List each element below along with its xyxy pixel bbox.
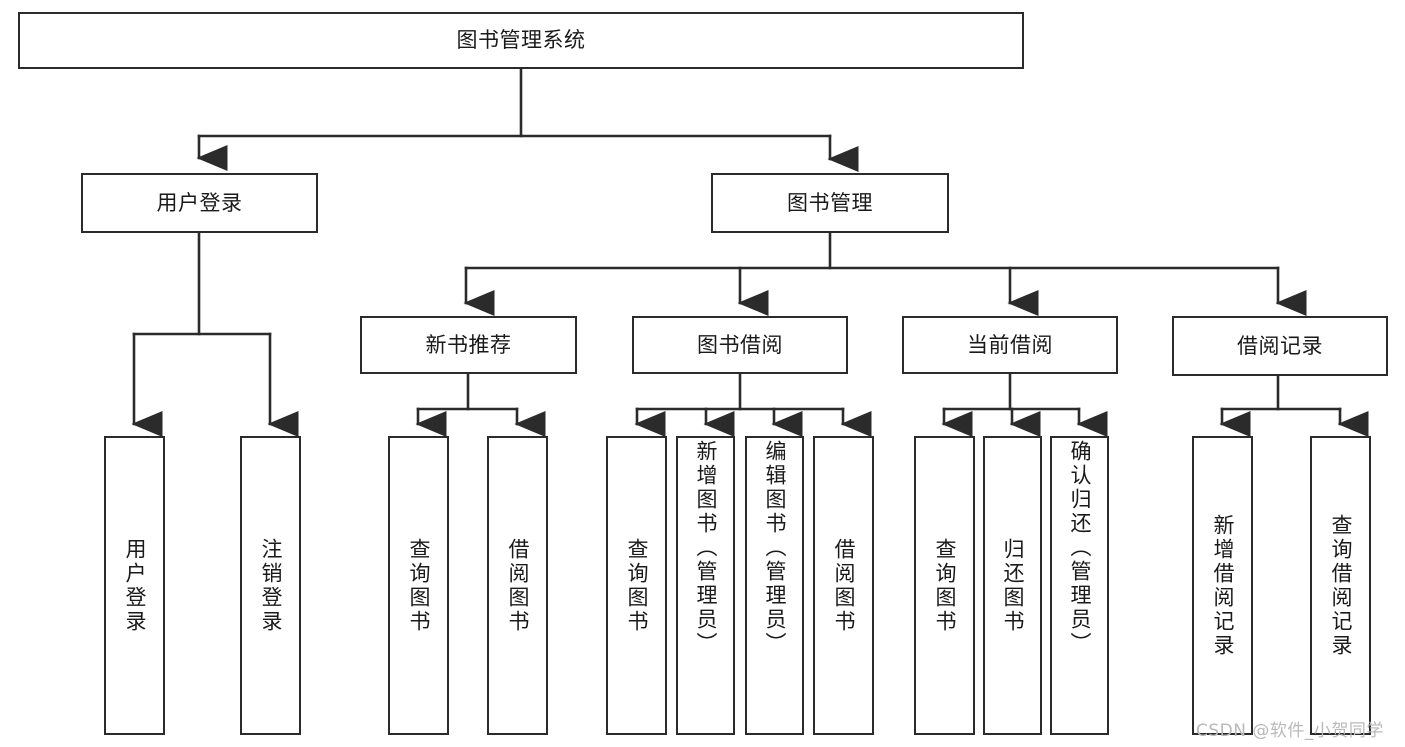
node-label: 图书管理: [787, 190, 873, 215]
leaf-book-borrow-query[interactable]: 查询图书: [606, 436, 667, 735]
node-label: 归还图书: [1001, 537, 1025, 634]
leaf-current-borrow-confirm-return[interactable]: 确认归还（管理员）: [1050, 436, 1109, 735]
node-current-borrow[interactable]: 当前借阅: [902, 316, 1118, 374]
node-label: 新书推荐: [425, 332, 512, 357]
node-label: 借阅图书: [832, 537, 856, 634]
node-label: 新增图书（管理员）: [694, 440, 718, 656]
leaf-current-borrow-query[interactable]: 查询图书: [914, 436, 975, 735]
node-new-book-recommend[interactable]: 新书推荐: [360, 316, 577, 374]
watermark-text: CSDN @软件_小贺同学: [1196, 721, 1384, 741]
leaf-new-book-borrow[interactable]: 借阅图书: [487, 436, 548, 735]
leaf-borrow-record-add[interactable]: 新增借阅记录: [1192, 436, 1253, 735]
node-book-borrow[interactable]: 图书借阅: [632, 316, 848, 374]
leaf-book-borrow-edit[interactable]: 编辑图书（管理员）: [745, 436, 804, 735]
node-borrow-record[interactable]: 借阅记录: [1172, 316, 1388, 376]
node-label: 查询借阅记录: [1329, 513, 1353, 658]
leaf-user-login-login[interactable]: 用户登录: [104, 436, 165, 735]
leaf-book-borrow-add[interactable]: 新增图书（管理员）: [676, 436, 735, 735]
node-label: 借阅图书: [506, 537, 530, 634]
leaf-user-login-logout[interactable]: 注销登录: [240, 436, 301, 735]
node-root-system[interactable]: 图书管理系统: [18, 12, 1024, 69]
leaf-new-book-query[interactable]: 查询图书: [388, 436, 449, 735]
node-label: 确认归还（管理员）: [1068, 440, 1092, 656]
leaf-borrow-record-query[interactable]: 查询借阅记录: [1310, 436, 1371, 735]
leaf-current-borrow-return[interactable]: 归还图书: [983, 436, 1042, 735]
node-user-login[interactable]: 用户登录: [81, 173, 318, 233]
node-label: 借阅记录: [1237, 333, 1323, 358]
node-label: 当前借阅: [967, 332, 1053, 357]
node-label: 用户登录: [156, 190, 243, 215]
node-book-management[interactable]: 图书管理: [711, 173, 949, 233]
node-label: 查询图书: [407, 537, 431, 634]
leaf-book-borrow-borrow[interactable]: 借阅图书: [813, 436, 874, 735]
node-label: 用户登录: [123, 537, 147, 634]
node-label: 图书借阅: [697, 332, 783, 357]
node-label: 查询图书: [933, 537, 957, 634]
node-label: 编辑图书（管理员）: [763, 440, 787, 656]
node-label: 图书管理系统: [456, 28, 586, 53]
node-label: 注销登录: [259, 537, 283, 634]
node-label: 查询图书: [625, 537, 649, 634]
node-label: 新增借阅记录: [1211, 513, 1235, 658]
